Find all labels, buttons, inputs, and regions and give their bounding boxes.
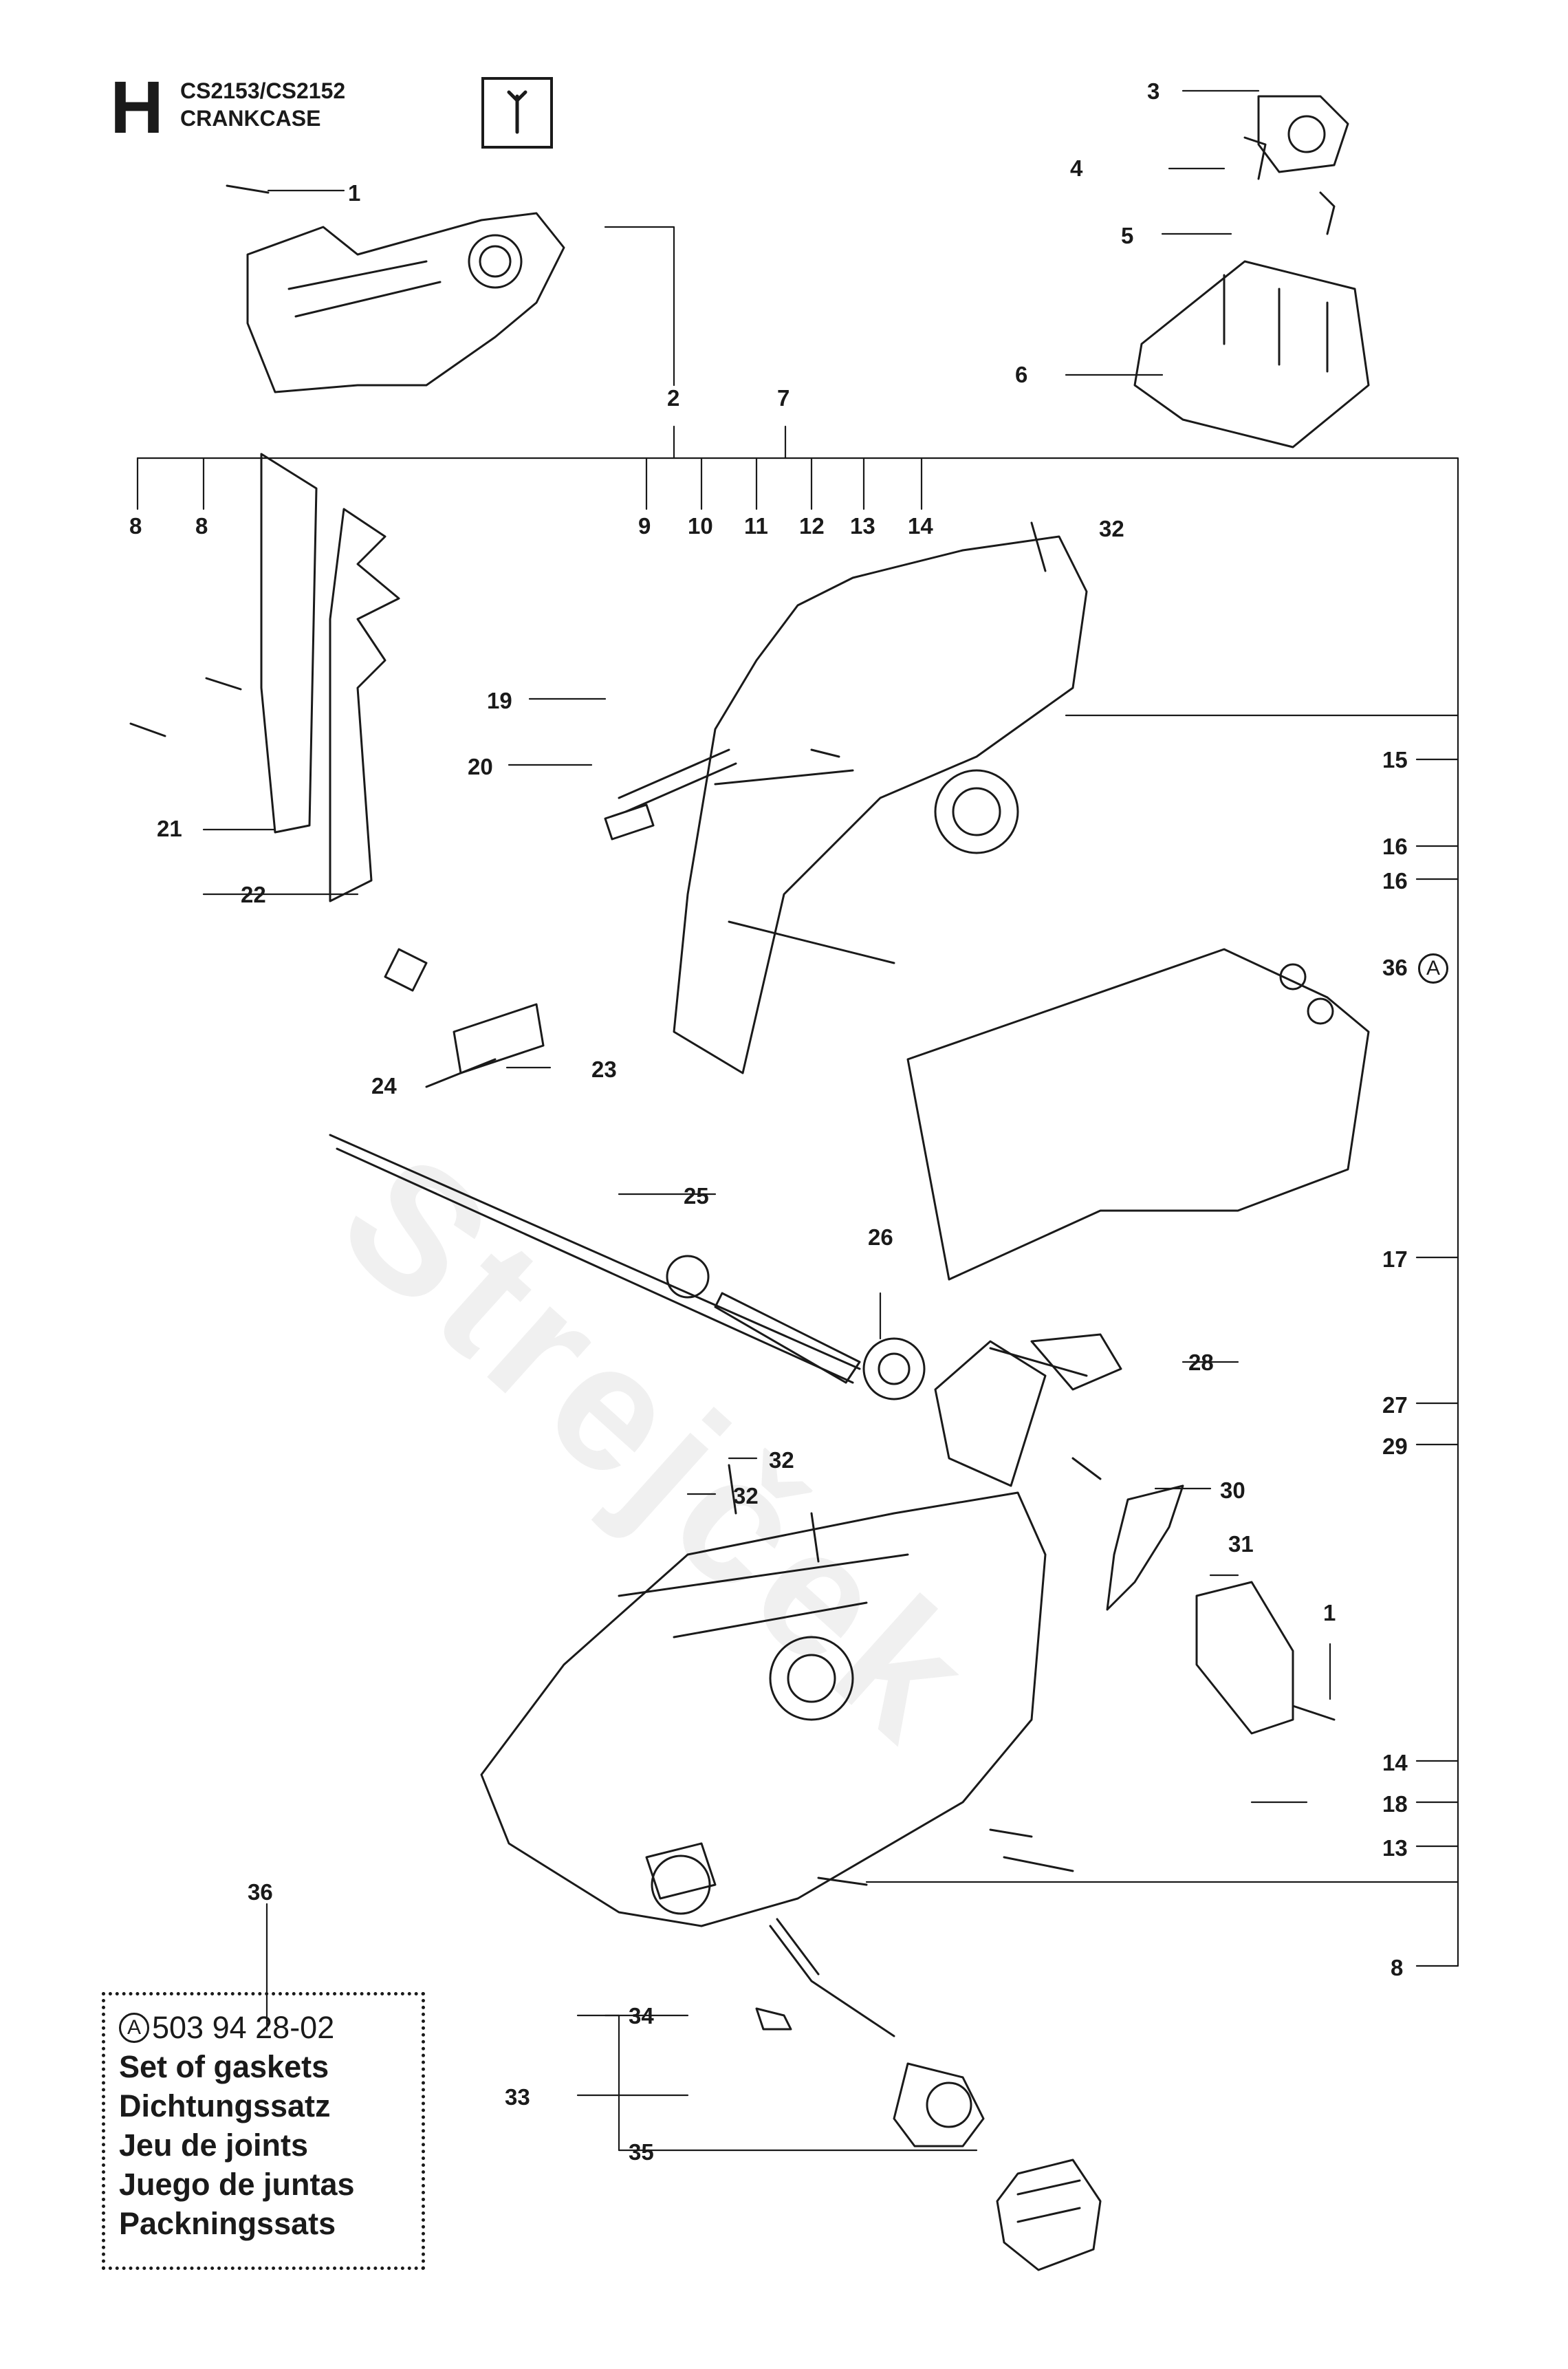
callout: 30 xyxy=(1220,1478,1245,1503)
callout: 2 xyxy=(667,385,680,411)
callout: 7 xyxy=(777,385,790,411)
callout: 11 xyxy=(744,513,768,539)
callout: 15 xyxy=(1382,747,1408,772)
model-number: CS2153/CS2152 xyxy=(180,78,346,103)
screws xyxy=(129,184,1336,1886)
part-cover-31 xyxy=(1195,1581,1294,1735)
callout: 32 xyxy=(1099,516,1124,541)
part-clip-30 xyxy=(1106,1484,1184,1611)
gasket-kit-name-en: Set of gaskets xyxy=(119,2049,329,2084)
callout: 10 xyxy=(688,513,713,539)
callout: 27 xyxy=(1382,1392,1408,1418)
gasket-kit-name-fr: Jeu de joints xyxy=(119,2128,309,2163)
callout: 25 xyxy=(684,1183,709,1209)
callout: 19 xyxy=(487,688,512,713)
tool-symbol-box xyxy=(481,77,553,149)
callout: 1 xyxy=(1323,1600,1336,1625)
gasket-kit-marker: A xyxy=(1418,953,1451,984)
callout: 13 xyxy=(1382,1835,1408,1861)
callout: 32 xyxy=(769,1447,794,1473)
callout: 13 xyxy=(850,513,875,539)
callout: 24 xyxy=(371,1073,397,1099)
part-oil-cap xyxy=(893,2062,1102,2271)
wrench-icon xyxy=(507,90,527,134)
callout: 22 xyxy=(241,882,266,907)
callout: 33 xyxy=(505,2084,530,2110)
callout: 8 xyxy=(1391,1955,1404,1980)
callout: 5 xyxy=(1121,223,1134,248)
callout: 34 xyxy=(629,2003,654,2029)
gasket-kit-name-sv: Packningssats xyxy=(119,2206,336,2241)
callout: 8 xyxy=(129,513,142,539)
group-name: CRANKCASE xyxy=(180,106,321,131)
callout: 14 xyxy=(1382,1750,1408,1775)
part-spring-and-pin xyxy=(604,748,737,841)
callout: 32 xyxy=(733,1483,759,1508)
callout: 29 xyxy=(1382,1434,1408,1459)
callout: 17 xyxy=(1382,1246,1408,1272)
part-oil-pump-parts xyxy=(862,1333,1122,1487)
gasket-kit-name-es: Juego de juntas xyxy=(119,2167,355,2202)
callout: 9 xyxy=(638,513,651,539)
part-air-filter-holder xyxy=(1133,95,1370,448)
callout: 26 xyxy=(868,1224,893,1250)
callout: 18 xyxy=(1382,1791,1408,1817)
callout: 1 xyxy=(348,180,361,206)
callout: 23 xyxy=(591,1057,617,1082)
part-crankcase-half-upper xyxy=(673,535,1088,1074)
part-chain-tensioner xyxy=(384,948,545,1088)
callout: 3 xyxy=(1147,78,1160,104)
callout: 12 xyxy=(799,513,825,539)
part-oil-hose xyxy=(755,1918,895,2037)
callout: 16 xyxy=(1382,834,1408,859)
callout: 8 xyxy=(195,513,208,539)
gasket-kit-name-de: Dichtungssatz xyxy=(119,2088,331,2123)
leader-lines xyxy=(136,89,1459,2152)
callout: 35 xyxy=(629,2139,654,2165)
part-crankcase-half-lower xyxy=(480,1491,1047,1927)
callout: 4 xyxy=(1070,155,1083,181)
callout: 36 xyxy=(1382,955,1408,980)
part-oil-pump-shaft xyxy=(329,1134,861,1384)
callout: 6 xyxy=(1015,362,1028,387)
gasket-kit-marker-icon: A xyxy=(119,2013,149,2043)
callout: 28 xyxy=(1188,1350,1214,1375)
section-letter: H xyxy=(110,65,164,149)
callout: 31 xyxy=(1228,1531,1254,1557)
callout: 20 xyxy=(468,754,493,779)
callout: 21 xyxy=(157,816,182,841)
callout: 36 xyxy=(248,1879,273,1905)
callout: 14 xyxy=(908,513,933,539)
part-chain-guide-plate xyxy=(246,212,565,393)
callout: 16 xyxy=(1382,868,1408,894)
part-gasket xyxy=(906,948,1370,1281)
model-heading: CS2153/CS2152 CRANKCASE xyxy=(180,77,345,132)
part-chain-catcher-plate xyxy=(260,453,400,902)
